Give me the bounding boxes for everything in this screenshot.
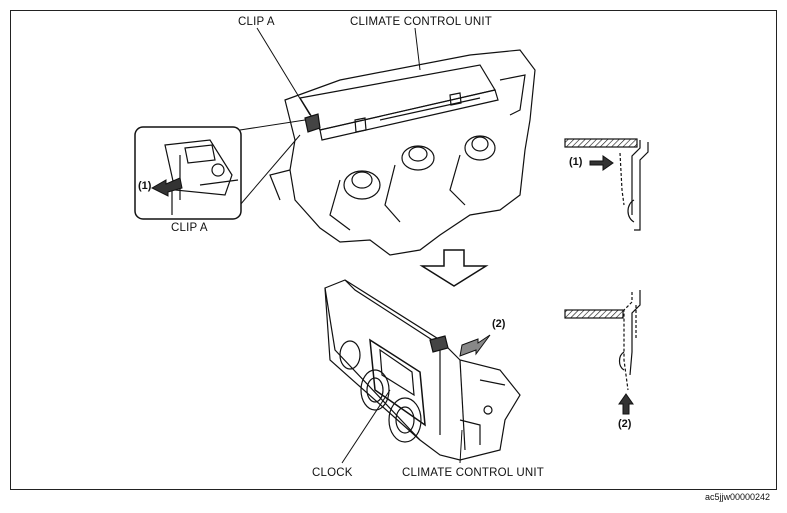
- step-2-unit-label: (2): [492, 318, 506, 330]
- sequence-down-arrow: [419, 249, 489, 287]
- climate-unit-top-illustration: [269, 49, 536, 256]
- climate-control-unit-label-top: CLIMATE CONTROL UNIT: [350, 16, 493, 28]
- climate-control-unit-label-bottom: CLIMATE CONTROL UNIT: [402, 467, 545, 479]
- leader-lines-top: [239, 27, 421, 206]
- push-arrow-2-side: [618, 393, 634, 415]
- push-arrow-1-inset: [150, 177, 183, 197]
- step-1-side-label: (1): [569, 156, 583, 168]
- climate-unit-bottom-illustration: [324, 279, 521, 461]
- push-arrow-1-side: [589, 155, 614, 171]
- leader-lines-bottom: [341, 389, 463, 464]
- clip-a-inset: [134, 126, 242, 220]
- push-arrow-2-unit: [459, 334, 491, 357]
- clip-a-label-inset: CLIP A: [171, 222, 208, 234]
- side-section-1: [564, 138, 649, 231]
- diagram-frame: [10, 10, 777, 490]
- step-1-inset-label: (1): [138, 180, 152, 192]
- side-section-2: [564, 290, 641, 391]
- figure-code: ac5jjw00000242: [705, 492, 771, 502]
- clock-label: CLOCK: [312, 467, 353, 479]
- clip-a-label-top: CLIP A: [238, 16, 275, 28]
- step-2-side-label: (2): [618, 418, 632, 430]
